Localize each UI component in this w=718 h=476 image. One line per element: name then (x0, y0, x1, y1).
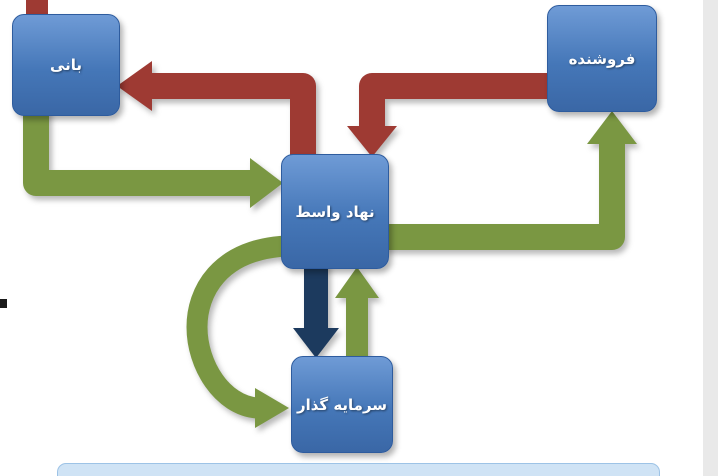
node-originator-label: بانی (49, 56, 83, 74)
node-investor-label: سرمایه گذار (296, 395, 388, 414)
node-seller-label: فروشنده (568, 49, 636, 68)
node-originator: بانی (12, 14, 120, 116)
node-intermediary-label: نهاد واسط (295, 202, 375, 221)
arrow-green-curved-intermediary-to-investor (186, 235, 289, 428)
left-edge-mark (0, 299, 7, 308)
arrow-navy-intermediary-to-investor (293, 262, 339, 358)
node-investor: سرمایه گذار (291, 356, 393, 453)
right-edge-strip (703, 0, 718, 476)
arrow-green-originator-to-intermediary (23, 108, 283, 208)
node-seller: فروشنده (547, 5, 657, 112)
cropped-red-shape (26, 0, 48, 18)
arrow-green-investor-to-intermediary (335, 267, 379, 360)
arrow-red-seller-to-intermediary (347, 73, 552, 157)
bottom-partial-shape (57, 463, 660, 476)
node-intermediary: نهاد واسط (281, 154, 389, 269)
arrow-red-intermediary-to-originator (117, 61, 316, 170)
arrow-green-intermediary-to-seller (383, 111, 637, 250)
